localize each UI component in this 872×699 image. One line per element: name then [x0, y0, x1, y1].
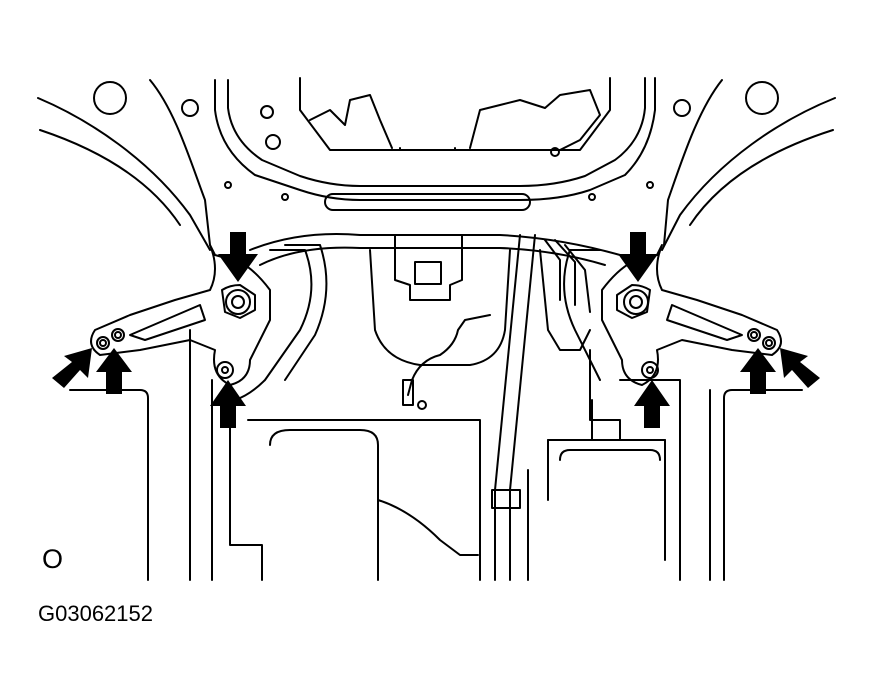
crossmember: [93, 77, 779, 211]
left-mount-bracket: [90, 244, 328, 401]
lower-structure: [69, 329, 803, 581]
body-outline: [37, 79, 836, 251]
arrow-up-right-bottom: [634, 380, 670, 428]
view-label: O: [42, 544, 64, 574]
bolt-arrows: [52, 232, 820, 428]
arrow-down-left-top: [218, 232, 258, 282]
arrow-diag-right-outer: [780, 348, 820, 388]
arrow-down-right-top: [618, 232, 658, 282]
arrow-up-right-outer: [740, 348, 776, 394]
arrow-diag-left-outer: [52, 348, 92, 388]
center-housing: [249, 233, 621, 366]
figure-code: G03062152: [38, 601, 153, 626]
arrow-up-left-bottom: [210, 380, 246, 428]
arrow-up-left-outer: [96, 348, 132, 394]
wire-harness: [402, 314, 491, 410]
drive-tube: [491, 234, 591, 581]
right-mount-bracket: [563, 244, 782, 386]
